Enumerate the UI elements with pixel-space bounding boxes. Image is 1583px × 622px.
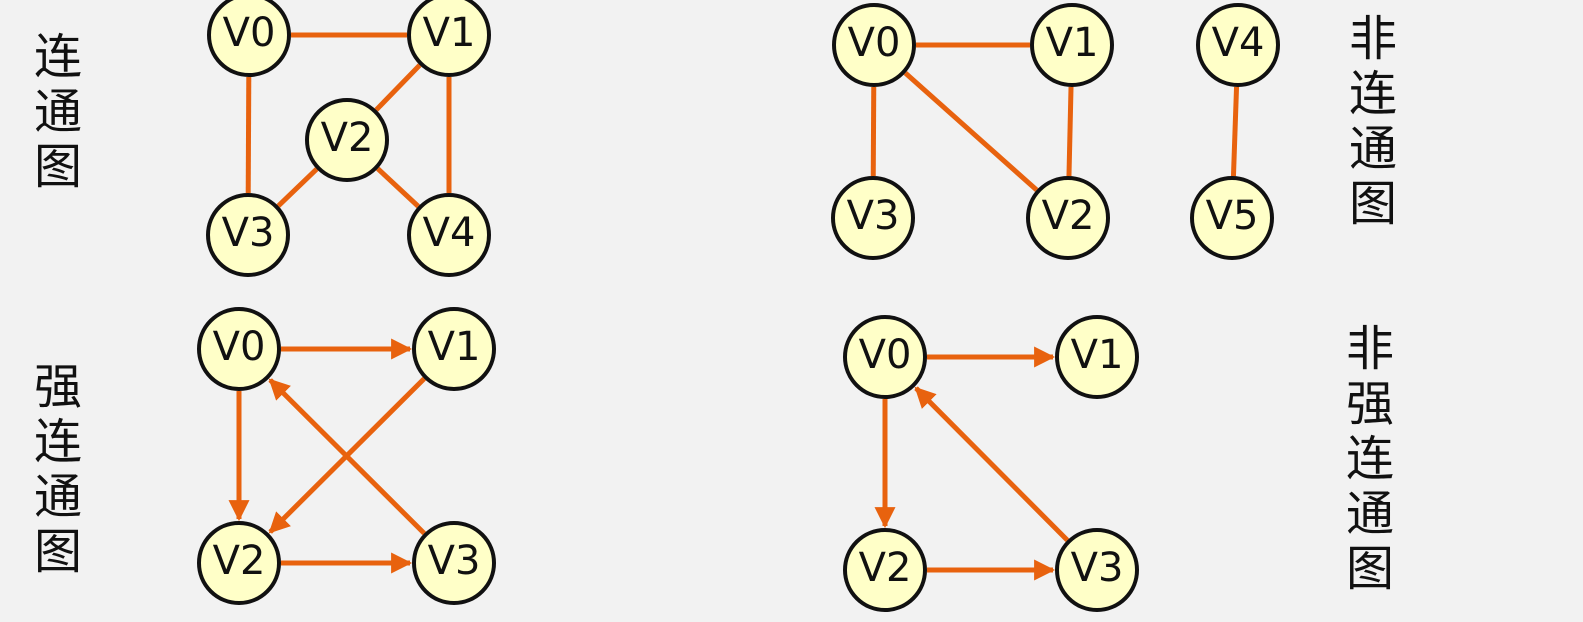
node-label: V0: [223, 10, 276, 56]
disconnected-edge-v0-v2: [903, 71, 1039, 192]
not-strongly-connected-node-v1: V1: [1055, 315, 1139, 399]
node-label: V0: [213, 324, 266, 370]
connected-node-v4: V4: [407, 193, 491, 277]
node-circle: [412, 521, 496, 605]
disconnected-node-v2: V2: [1026, 176, 1110, 260]
disconnected-node-v0: V0: [832, 3, 916, 87]
node-label: V2: [213, 538, 266, 584]
connected-edge-v2-v4: [376, 166, 420, 209]
disconnected-edge-v4-v5: [1230, 86, 1240, 177]
node-label: V4: [423, 210, 476, 256]
node-circle: [1190, 176, 1274, 260]
node-circle: [207, 0, 291, 77]
connected-node-v1: V1: [407, 0, 491, 77]
disconnected-edge-v1-v2: [1066, 86, 1074, 177]
not-strongly-connected-node-v3: V3: [1055, 528, 1139, 612]
node-label: V4: [1212, 20, 1265, 66]
node-label: V1: [423, 10, 476, 56]
node-label: V3: [847, 193, 900, 239]
node-label: V2: [321, 115, 374, 161]
node-circle: [1055, 528, 1139, 612]
caption-not-strongly-connected: 非强连通图: [1345, 321, 1394, 597]
node-label: V1: [1071, 332, 1124, 378]
connected-edge-v1-v2: [374, 63, 422, 112]
node-circle: [305, 98, 389, 182]
node-circle: [1030, 3, 1114, 87]
node-circle: [843, 528, 927, 612]
node-circle: [831, 176, 915, 260]
node-circle: [407, 0, 491, 77]
not-strongly-connected-node-v2: V2: [843, 528, 927, 612]
strongly-connected-node-v1: V1: [412, 307, 496, 391]
node-circle: [832, 3, 916, 87]
caption-disconnected: 非连通图: [1348, 11, 1397, 232]
not-strongly-connected-edge-v3-v0: [914, 386, 1070, 542]
node-label: V3: [222, 210, 275, 256]
node-label: V3: [1071, 545, 1124, 591]
strongly-connected-node-v2: V2: [197, 521, 281, 605]
disconnected-node-v4: V4: [1196, 3, 1280, 87]
node-circle: [206, 193, 290, 277]
node-label: V1: [428, 324, 481, 370]
connected-edge-v2-v3: [276, 167, 319, 208]
node-circle: [197, 307, 281, 391]
node-label: V3: [428, 538, 481, 584]
caption-strongly-connected: 强连通图: [33, 359, 82, 580]
node-circle: [1055, 315, 1139, 399]
node-label: V2: [1042, 193, 1095, 239]
node-label: V0: [848, 20, 901, 66]
connected-node-v2: V2: [305, 98, 389, 182]
node-label: V2: [859, 545, 912, 591]
strongly-connected-node-v0: V0: [197, 307, 281, 391]
disconnected-node-v3: V3: [831, 176, 915, 260]
connected-node-v0: V0: [207, 0, 291, 77]
caption-connected: 连通图: [33, 29, 82, 195]
disconnected-edge-v0-v3: [870, 86, 877, 177]
strongly-connected-node-v3: V3: [412, 521, 496, 605]
not-strongly-connected-node-v0: V0: [843, 315, 927, 399]
connected-edge-v0-v3: [245, 76, 252, 194]
node-circle: [843, 315, 927, 399]
node-circle: [407, 193, 491, 277]
node-circle: [1026, 176, 1110, 260]
node-circle: [1196, 3, 1280, 87]
disconnected-node-v5: V5: [1190, 176, 1274, 260]
connected-node-v3: V3: [206, 193, 290, 277]
node-label: V0: [859, 332, 912, 378]
node-label: V5: [1206, 193, 1259, 239]
node-circle: [412, 307, 496, 391]
node-label: V1: [1046, 20, 1099, 66]
disconnected-node-v1: V1: [1030, 3, 1114, 87]
strongly-connected-edge-v3-v0: [268, 378, 426, 536]
node-circle: [197, 521, 281, 605]
